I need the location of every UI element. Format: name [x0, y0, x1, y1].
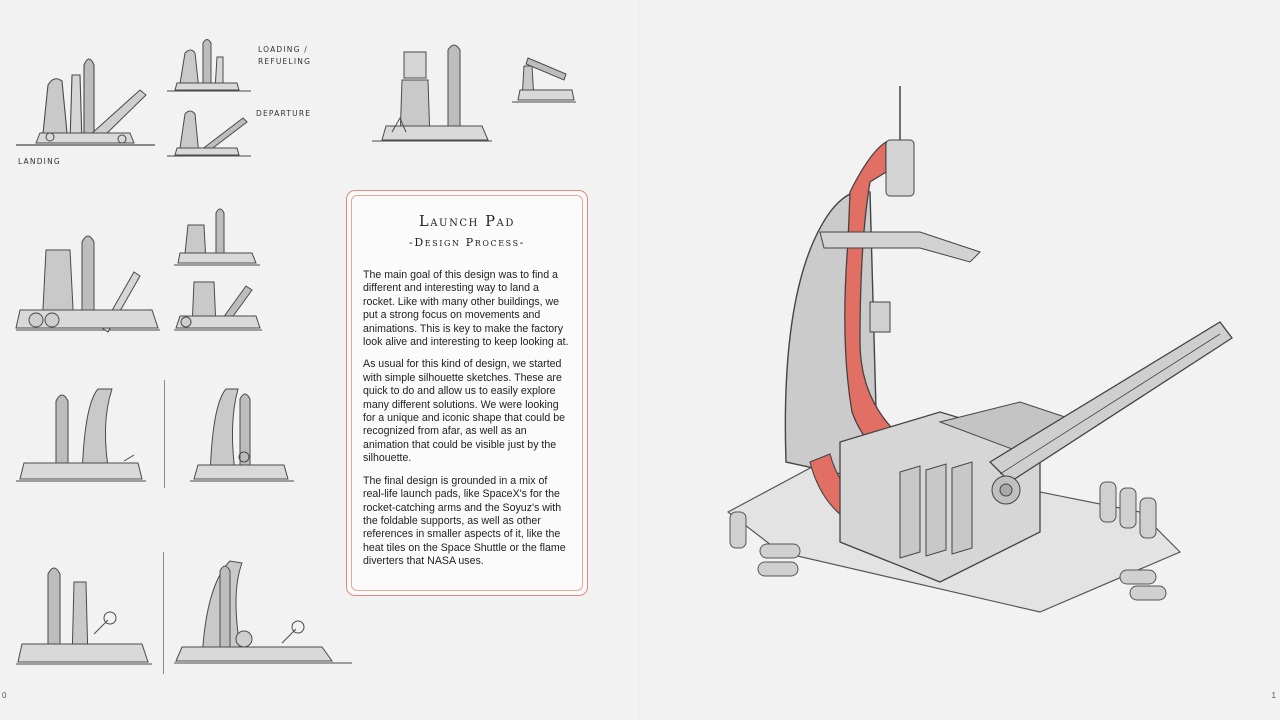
sketch-landing	[10, 45, 160, 150]
label-loading: Loading / Refueling	[258, 45, 312, 66]
sketch-departure	[165, 100, 255, 160]
textbox-paragraph-2: As usual for this kind of design, we sta…	[363, 358, 566, 465]
design-process-textbox: Launch Pad -Design Process- The main goa…	[346, 190, 588, 596]
sketch-variant-d	[172, 205, 262, 269]
sketch-variant-b	[510, 40, 580, 106]
sketch-variant-e	[172, 272, 264, 334]
sketch-divider-2	[163, 552, 164, 674]
label-landing: Landing	[18, 157, 61, 166]
textbox-paragraph-3: The final design is grounded in a mix of…	[363, 474, 566, 568]
sketch-variant-c	[12, 228, 162, 334]
sketch-divider-1	[164, 380, 165, 488]
label-departure: Departure	[256, 109, 312, 118]
launch-pad-render	[720, 82, 1240, 626]
sketch-variant-g	[188, 385, 298, 485]
page-number-left: 0	[2, 691, 7, 700]
sketch-variant-i	[172, 555, 354, 667]
sketch-variant-a	[370, 40, 495, 145]
page-number-right: 1	[1271, 691, 1276, 700]
textbox-paragraph-1: The main goal of this design was to find…	[363, 269, 569, 349]
sketch-variant-f	[14, 385, 149, 485]
textbox-title: Launch Pad	[418, 214, 515, 230]
textbox-inner-frame: Launch Pad -Design Process- The main goa…	[351, 195, 583, 591]
textbox-subtitle: -Design Process-	[409, 236, 525, 249]
sketch-variant-h	[14, 558, 154, 668]
sketch-loading	[165, 35, 255, 95]
page-gutter	[638, 0, 642, 720]
